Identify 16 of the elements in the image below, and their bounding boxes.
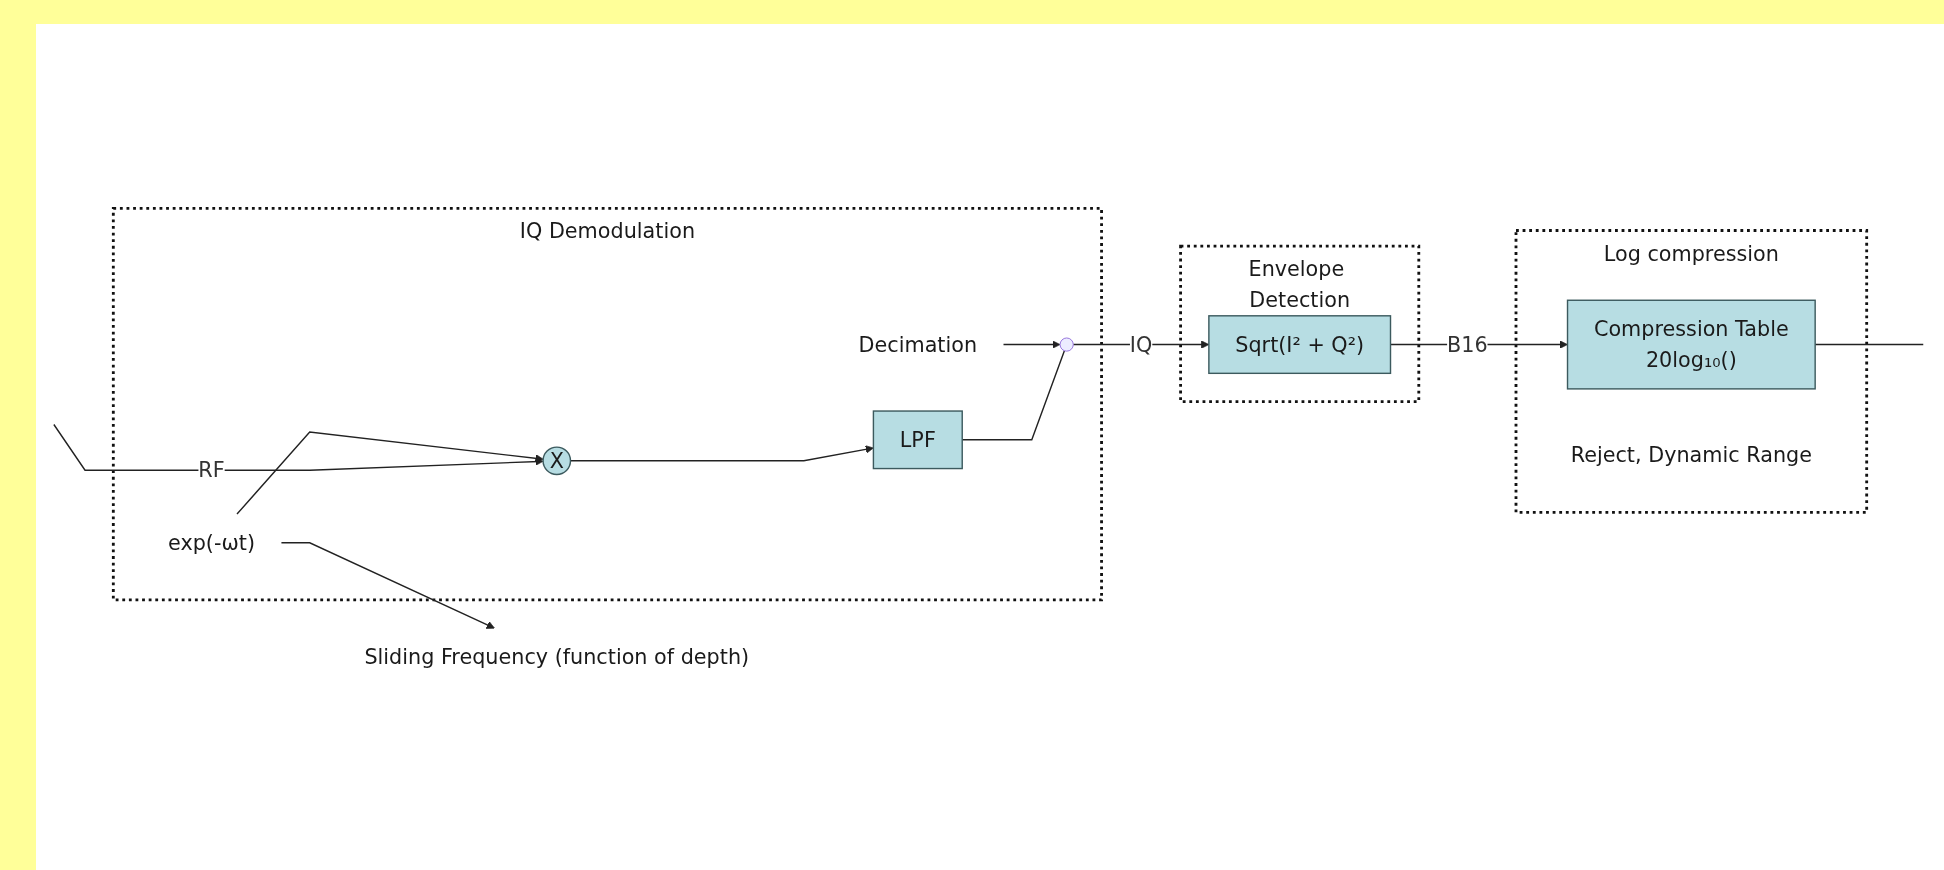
node-box: Compression Table 20log₁₀() xyxy=(1566,299,1816,390)
node-box: LPF xyxy=(872,410,963,470)
node-text: exp(-ωt) xyxy=(168,531,256,555)
node-label: Reject, Dynamic Range xyxy=(1570,443,1812,468)
node-circle: X xyxy=(542,446,572,476)
edge-label: RF xyxy=(198,458,225,483)
edge-label: B16 xyxy=(1447,332,1488,357)
node-circle xyxy=(1059,337,1074,352)
arrow xyxy=(1002,340,1061,349)
arrow xyxy=(236,431,544,515)
edge-label: IQ xyxy=(1129,332,1153,357)
node-text: Sliding Frequency (function of depth) xyxy=(364,645,750,669)
arrow xyxy=(280,542,495,629)
arrow xyxy=(53,423,544,471)
node-box: Sqrt(I² + Q²) xyxy=(1208,315,1392,375)
node-text: Decimation xyxy=(858,332,978,357)
